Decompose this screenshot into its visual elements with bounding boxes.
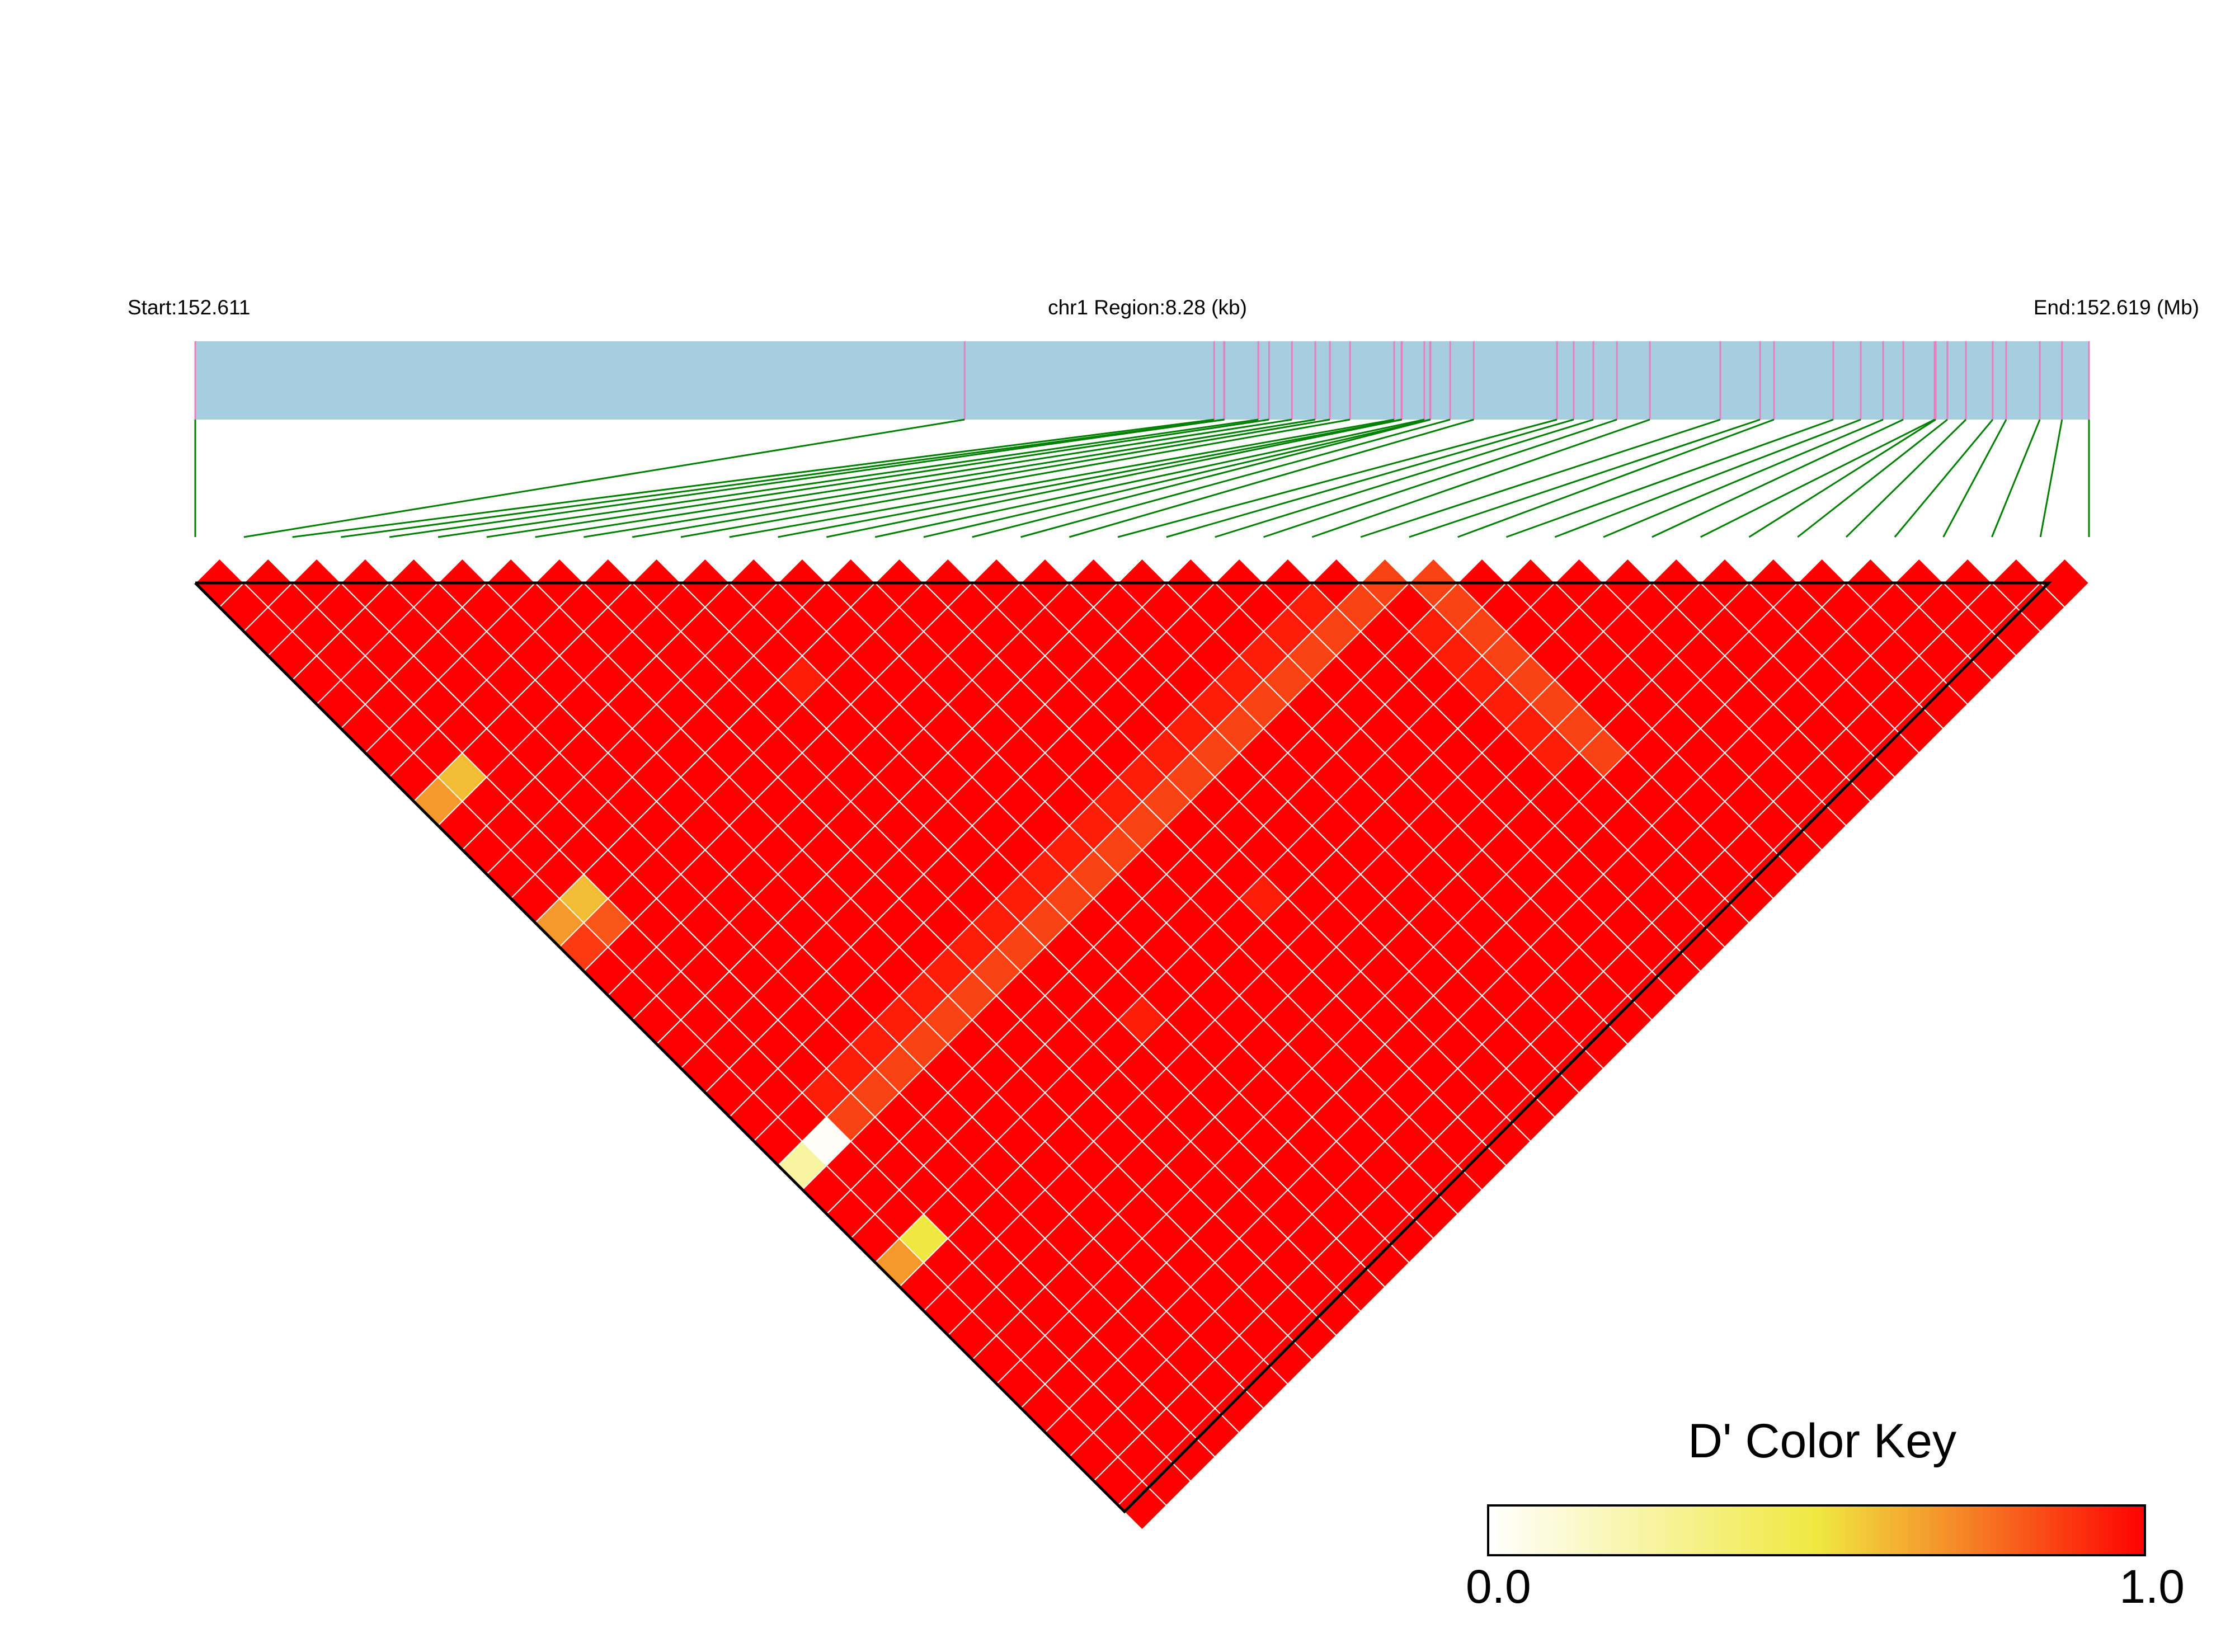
snp-connector-line xyxy=(1263,418,1617,538)
heatmap-cells xyxy=(194,558,2090,1531)
snp-connector-line xyxy=(1505,418,1834,538)
snp-connector-line xyxy=(1991,419,2041,538)
snp-connector-line xyxy=(1845,418,1967,538)
end-label: End:152.619 (Mb) xyxy=(2034,296,2199,319)
snp-connector-line xyxy=(778,418,1402,538)
snp-ticks xyxy=(194,341,2090,420)
snp-connector-line xyxy=(1942,419,2007,538)
snp-connector-line xyxy=(389,418,1225,538)
snp-connector-line xyxy=(1215,418,1594,538)
snp-connector-line xyxy=(1069,418,1474,538)
snp-connector-line xyxy=(341,418,1225,538)
snp-connector-line xyxy=(1797,418,1948,538)
snp-connectors xyxy=(194,418,2090,538)
ld-cell xyxy=(2039,558,2090,608)
snp-connector-line xyxy=(437,418,1259,538)
snp-connector-line xyxy=(1166,418,1574,538)
snp-connector-line xyxy=(1603,418,1884,538)
color-key-title: D' Color Key xyxy=(1688,1414,1956,1468)
heatmap-outline xyxy=(194,581,2053,1514)
snp-connector-line xyxy=(632,418,1330,538)
snp-connector-line xyxy=(486,418,1269,538)
snp-connector-line xyxy=(1651,418,1904,538)
snp-connector-line xyxy=(1554,418,1861,538)
snp-connector-line xyxy=(2039,419,2063,538)
region-bar xyxy=(195,341,2089,420)
snp-connector-line xyxy=(1700,418,1935,538)
snp-connector-line xyxy=(1311,418,1650,538)
color-key-min-label: 0.0 xyxy=(1466,1560,1531,1613)
snp-connector-line xyxy=(826,418,1403,538)
region-label: chr1 Region:8.28 (kb) xyxy=(1048,296,1247,319)
snp-connector-line xyxy=(874,418,1425,538)
snp-connector-line xyxy=(535,418,1292,538)
snp-connector-line xyxy=(243,418,965,538)
snp-connector-line xyxy=(972,418,1431,538)
snp-connector-line xyxy=(1117,418,1558,538)
snp-connector-line xyxy=(1360,418,1721,538)
snp-connector-line xyxy=(923,418,1431,538)
snp-connector-line xyxy=(1748,418,1936,538)
snp-connector-line xyxy=(1894,419,1994,538)
snp-connector-line xyxy=(729,418,1395,538)
snp-connector-line xyxy=(1409,418,1761,538)
color-key-bar xyxy=(1487,1504,2146,1556)
color-key-max-label: 1.0 xyxy=(2119,1560,2185,1613)
snp-connector-line xyxy=(292,418,1215,538)
snp-connector-line xyxy=(1020,418,1451,538)
snp-connector-line xyxy=(1457,418,1775,538)
start-label: Start:152.611 xyxy=(128,296,250,319)
snp-connector-line xyxy=(584,418,1316,538)
snp-connector-line xyxy=(680,418,1351,538)
